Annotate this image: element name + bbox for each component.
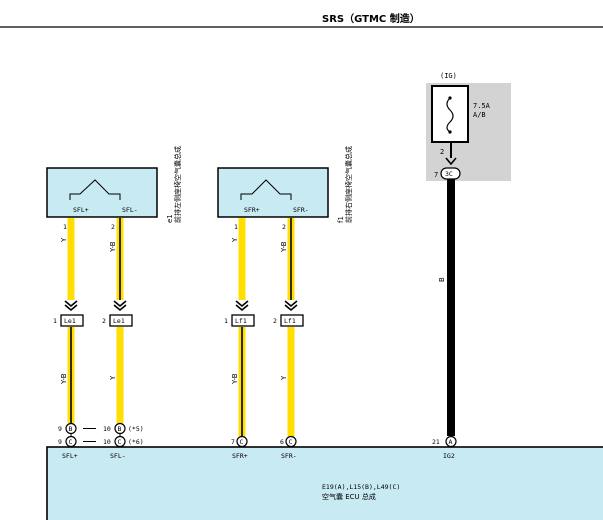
fuse-body xyxy=(431,85,469,143)
ecu-pin-sfr-plus-no: 7 xyxy=(231,438,235,446)
sensor-f1-pin1: 1 xyxy=(234,223,238,231)
sensor-f1-id: f1 xyxy=(337,216,345,223)
arrow-e1-plus-a xyxy=(64,300,78,308)
sensor-f1-pin2: 2 xyxy=(282,223,286,231)
wire-f1-upper-plus-color: Y xyxy=(231,237,239,243)
fuse-terminal-bottom xyxy=(448,130,452,134)
sensor-f1: SFR+ SFR- 前排右侧座椅空气囊总成 f1 1 2 xyxy=(217,146,353,231)
wire-f1-upper-plus xyxy=(238,218,246,300)
ecu-name: 空气囊 ECU 总成 xyxy=(322,492,376,501)
page-title: SRS（GTMC 制造） xyxy=(322,12,420,25)
ig2-wire-color: B xyxy=(438,277,446,282)
ecu-box xyxy=(46,446,603,520)
wire-e1-lower-plus-color: Y-B xyxy=(60,373,68,385)
ecu-connector-sfl-minus-c-label: C xyxy=(118,438,122,446)
arrow-f1-plus-a xyxy=(235,300,249,308)
wire-e1-lower-minus-color: Y xyxy=(109,375,117,381)
ecu-label-sfl-plus: SFL+ xyxy=(62,452,78,460)
ecu-label-sfr-minus: SFR- xyxy=(281,452,297,460)
fuse-connector-label: 3C xyxy=(445,170,453,178)
fuse-name: A/B xyxy=(473,111,486,119)
ecu-pin-sfl-minus-b-no: 10 xyxy=(103,425,111,433)
junction-f1-plus-pin: 1 xyxy=(224,317,228,325)
ecu-connector-sfl-minus-b-label: B xyxy=(118,425,122,433)
ecu-label-sfr-plus: SFR+ xyxy=(232,452,248,460)
junction-e1-plus xyxy=(60,314,84,327)
arrow-f1-minus-b xyxy=(284,304,298,312)
ecu-label-ig2: IG2 xyxy=(443,452,455,460)
ecu-connector-sfr-minus-label: C xyxy=(289,438,293,446)
arrow-e1-minus-b xyxy=(113,304,127,312)
fuse-connector-pin: 7 xyxy=(434,171,438,179)
junction-e1-plus-pin: 1 xyxy=(53,317,57,325)
junction-e1-minus xyxy=(109,314,133,327)
wire-f1-lower-minus xyxy=(287,327,295,436)
ecu-pin-sfl-minus-c-no: 10 xyxy=(103,438,111,446)
sensor-f1-pin-plus-label: SFR+ xyxy=(244,206,260,214)
fuse-element-icon xyxy=(446,97,454,133)
sensor-f1-box xyxy=(217,167,329,218)
ecu-pin-ig2-no: 21 xyxy=(432,438,440,446)
ecu-pin-sfl-plus-b-no: 9 xyxy=(58,425,62,433)
sensor-f1-name: 前排右侧座椅空气囊总成 xyxy=(344,146,353,223)
ecu-connectors: E19(A),L15(B),L49(C) xyxy=(322,483,400,491)
arrow-e1-plus-b xyxy=(64,304,78,312)
ecu-note-row2: (*6) xyxy=(128,438,144,446)
wire-f1-lower-plus-color: Y-B xyxy=(231,373,239,385)
junction-f1-minus xyxy=(280,314,304,327)
wire-e1-upper-plus xyxy=(67,218,75,300)
arrow-f1-minus-a xyxy=(284,300,298,308)
sensor-e1-name: 前排左侧座椅空气囊总成 xyxy=(173,146,182,223)
fuse-terminal-top xyxy=(448,96,452,100)
sensor-f1-symbol xyxy=(240,179,292,200)
wire-f1-lower-minus-color: Y xyxy=(280,375,288,381)
sensor-e1: SFL+ SFL- 前排左侧座椅空气囊总成 e1 1 2 xyxy=(46,146,182,231)
ecu-pin-sfl-plus-c-no: 9 xyxy=(58,438,62,446)
ecu-pin-sfr-minus-no: 6 xyxy=(280,438,284,446)
ecu-connector-sfl-plus-c-label: C xyxy=(69,438,73,446)
sensor-e1-box xyxy=(46,167,158,218)
ecu-connector-sfr-plus-label: C xyxy=(240,438,244,446)
ecu-label-sfl-minus: SFL- xyxy=(110,452,126,460)
fuse-arrow-icon xyxy=(445,157,457,166)
arrow-e1-minus-a xyxy=(113,300,127,308)
junction-e1-plus-label: Le1 xyxy=(64,317,76,325)
junction-e1-minus-pin: 2 xyxy=(102,317,106,325)
sensor-e1-symbol xyxy=(69,179,121,200)
junction-f1-plus-label: Lf1 xyxy=(235,317,247,325)
ecu-connector-sfl-plus-b-label: B xyxy=(69,425,73,433)
wire-f1-upper-minus-color: Y-B xyxy=(280,241,288,253)
fuse-circuit-label: (IG) xyxy=(440,72,457,80)
junction-f1-plus xyxy=(231,314,255,327)
fuse-block: (IG) 7.5A A/B 2 7 3C xyxy=(426,72,511,181)
ecu-note-row1: (*5) xyxy=(128,425,144,433)
arrow-f1-plus-b xyxy=(235,304,249,312)
junction-f1-minus-pin: 2 xyxy=(273,317,277,325)
junction-e1-minus-label: Le1 xyxy=(113,317,125,325)
fuse-pin-number: 2 xyxy=(440,148,444,156)
sensor-e1-pin1: 1 xyxy=(63,223,67,231)
fuse-rating: 7.5A xyxy=(473,102,491,110)
sensor-e1-pin-plus-label: SFL+ xyxy=(73,206,89,214)
sensor-e1-id: e1 xyxy=(166,214,174,223)
sensor-e1-pin-minus-label: SFL- xyxy=(122,206,138,214)
ecu-connector-ig2-label: A xyxy=(449,438,453,446)
sensor-e1-pin2: 2 xyxy=(111,223,115,231)
wire-e1-upper-minus-color: Y-B xyxy=(109,241,117,253)
junction-f1-minus-label: Lf1 xyxy=(284,317,296,325)
wire-e1-lower-minus xyxy=(116,327,124,423)
sensor-f1-pin-minus-label: SFR- xyxy=(293,206,309,214)
wire-e1-upper-plus-color: Y xyxy=(60,237,68,243)
